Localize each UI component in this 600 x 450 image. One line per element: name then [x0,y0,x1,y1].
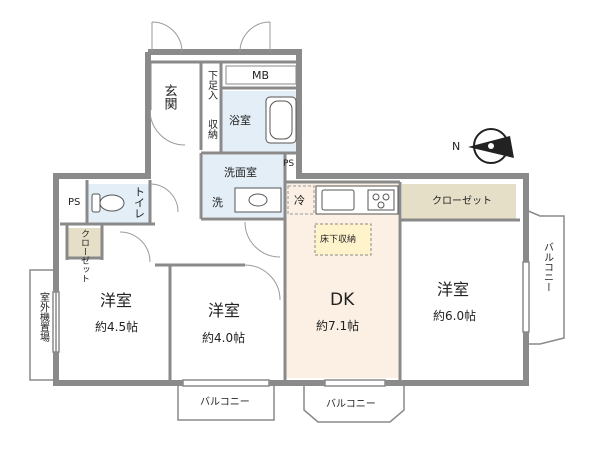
room2-size: 約4.0帖 [202,330,245,345]
shuno-label: 収納 [206,119,218,140]
balconies [29,209,565,423]
toilet-label: トイレ [133,186,146,219]
genkan-label: 玄関 [162,84,178,111]
closet-small-floor [67,228,102,258]
underfloor-storage [314,223,372,256]
toilet-fixture [91,193,125,213]
fridge-label: 冷 [294,194,305,207]
ps-small-label: PS [283,159,294,169]
compass-north-label: N [452,140,460,153]
room3-name: 洋室 [437,280,469,299]
room1-name: 洋室 [100,291,132,310]
balcony-bottom-mid-label: バルコニー [326,398,376,410]
genkan-vertical: 玄関 [162,84,178,111]
getabako-vertical: 下足入 [206,70,218,100]
shuno-vertical: 収納 [206,119,218,140]
balcony-right-label: バルコニー [542,242,554,292]
toilet-vertical: トイレ [133,186,146,219]
closet-small-vertical: クローゼット [79,229,90,283]
washroom-label: 洗面室 [224,165,257,179]
mb-label: MB [252,69,269,82]
room3-size: 約6.0帖 [433,308,476,323]
bath-label: 浴室 [229,113,251,127]
closet-large-label: クローゼット [432,195,492,207]
wash-basin [234,187,282,213]
dk-floor [286,182,398,378]
closet-small-label: クローゼット [79,229,90,283]
compass-icon [468,128,514,164]
balcony-bottom-left-label: バルコニー [200,396,250,408]
getabako-label: 下足入 [206,70,218,100]
doors [119,21,281,301]
fridge-space [287,185,315,215]
interior-walls [60,60,520,383]
outer-walls [53,49,529,386]
room1-size: 約4.5帖 [95,319,138,334]
closet-large-floor [402,184,516,219]
sink-counter [315,185,399,215]
dk-size: 約7.1帖 [316,318,359,333]
outdoor-unit-label: 室外機置場 [38,291,50,343]
room2-name: 洋室 [208,301,240,320]
mb-box [225,65,297,85]
underfloor-label: 床下収納 [320,233,356,245]
bathtub [265,96,297,144]
ps-toilet-label: PS [68,197,80,208]
outdoor-unit-vertical: 室外機置場 [38,291,50,343]
balcony-right-vertical: バルコニー [542,242,554,292]
washer-label: 洗 [212,196,223,209]
dk-name: DK [330,290,355,310]
